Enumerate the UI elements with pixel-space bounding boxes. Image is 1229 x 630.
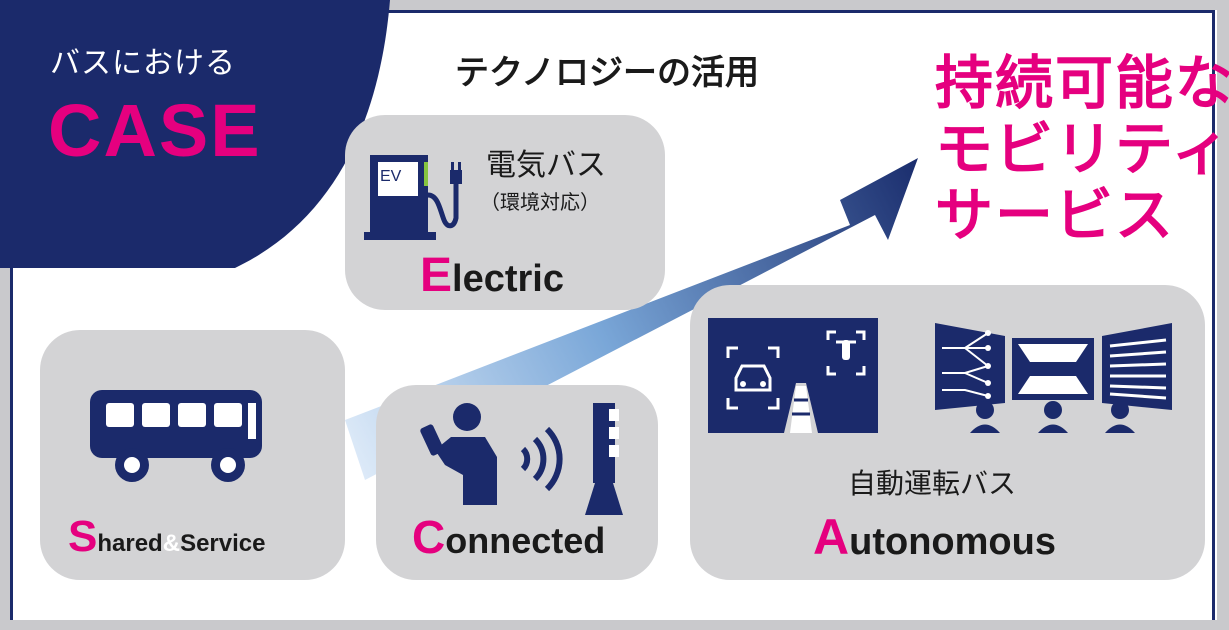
connected-label: Connected bbox=[412, 510, 605, 564]
frame-right bbox=[1217, 0, 1229, 630]
shared-label: Shared&Service bbox=[68, 512, 265, 562]
goal-line-3: サービス bbox=[935, 181, 1176, 249]
ev-charger-icon bbox=[364, 155, 462, 240]
goal-line-2: モビリティ bbox=[935, 115, 1229, 183]
frame-bottom bbox=[0, 620, 1229, 630]
technology-title: テクノロジーの活用 bbox=[455, 53, 759, 93]
connected-person-icon bbox=[420, 403, 623, 515]
shared-rest-2: Service bbox=[180, 530, 266, 557]
autonomous-jp-title: 自動運転バス bbox=[848, 467, 1017, 500]
connected-rest: onnected bbox=[445, 520, 606, 561]
header-shape bbox=[0, 0, 390, 268]
electric-initial: E bbox=[420, 249, 453, 302]
frame-left bbox=[0, 0, 10, 630]
ev-badge: EV bbox=[380, 168, 402, 185]
shared-rest-1: hared bbox=[97, 530, 163, 557]
electric-label: Electric bbox=[420, 248, 564, 303]
electric-jp-subtitle: （環境対応） bbox=[480, 190, 600, 214]
goal-text: 持続可能な モビリティ サービス bbox=[935, 50, 1229, 248]
autonomous-rest: utonomous bbox=[849, 521, 1056, 563]
autonomous-label: Autonomous bbox=[813, 508, 1056, 566]
frame-border bbox=[10, 10, 1215, 620]
bus-icon bbox=[90, 390, 262, 482]
shared-initial: S bbox=[68, 512, 98, 561]
autonomous-sensing-icon bbox=[708, 318, 878, 433]
control-center-icon bbox=[935, 323, 1172, 433]
case-title: CASE bbox=[48, 89, 262, 172]
case-subtitle: バスにおける bbox=[50, 46, 236, 81]
electric-jp-title: 電気バス bbox=[486, 148, 606, 183]
connected-initial: C bbox=[412, 511, 446, 563]
goal-line-1: 持続可能な bbox=[935, 49, 1229, 117]
autonomous-initial: A bbox=[813, 509, 850, 565]
electric-rest: lectric bbox=[452, 258, 564, 300]
shared-ampersand: & bbox=[162, 530, 181, 557]
frame-top bbox=[0, 0, 1229, 10]
